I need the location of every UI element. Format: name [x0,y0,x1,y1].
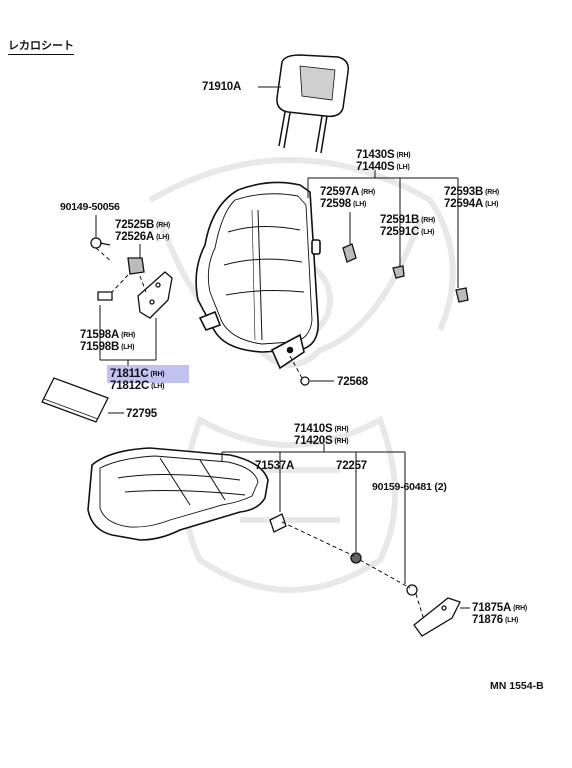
label-pad-72795[interactable]: 72795 [126,408,157,420]
label-knob-rh[interactable]: 72525B(RH) [115,219,171,231]
small-parts-drawing [41,237,469,637]
label-bracket-a-rh[interactable]: 72597A(RH) [320,186,376,198]
label-shield-rh[interactable]: 71875A(RH) [472,602,528,614]
label-back-cover-rh[interactable]: 71430S(RH) [356,149,411,161]
label-part-71537a[interactable]: 71537A [255,460,295,472]
label-hinge-lh[interactable]: 71598B(LH) [80,341,135,353]
label-cover-lh[interactable]: 71812C(LH) [110,380,165,392]
label-screw-90159[interactable]: 90159-60481 (2) [372,481,447,493]
seat-back-drawing [195,181,321,370]
seat-cushion-drawing [87,447,269,541]
label-bracket-b-rh[interactable]: 72593B(RH) [444,186,500,198]
label-cover-rh[interactable]: 71811C(RH) [110,368,165,380]
label-bracket-c-lh[interactable]: 72591C(LH) [380,226,435,238]
leader-lines [95,170,470,621]
label-screw-90149[interactable]: 90149-50056 [60,201,120,213]
highlighted-part-box [107,365,189,383]
label-bracket-c-rh[interactable]: 72591B(RH) [380,214,436,226]
label-clip-72568[interactable]: 72568 [337,376,368,388]
label-shield-lh[interactable]: 71876(LH) [472,614,519,626]
label-hinge-rh[interactable]: 71598A(RH) [80,329,136,341]
diagram-title: レカロシート [8,40,74,55]
diagram-code: MN 1554-B [490,680,544,692]
label-cushion-lh[interactable]: 71420S(RH) [294,435,349,447]
label-back-cover-lh[interactable]: 71440S(LH) [356,161,410,173]
label-bracket-b-lh[interactable]: 72594A(LH) [444,198,499,210]
headrest-drawing [258,54,350,154]
label-cushion-rh[interactable]: 71410S(RH) [294,423,349,435]
label-part-72257[interactable]: 72257 [336,460,367,472]
label-headrest[interactable]: 71910A [202,81,242,93]
label-knob-lh[interactable]: 72526A(LH) [115,231,170,243]
label-bracket-a-lh[interactable]: 72598(LH) [320,198,367,210]
